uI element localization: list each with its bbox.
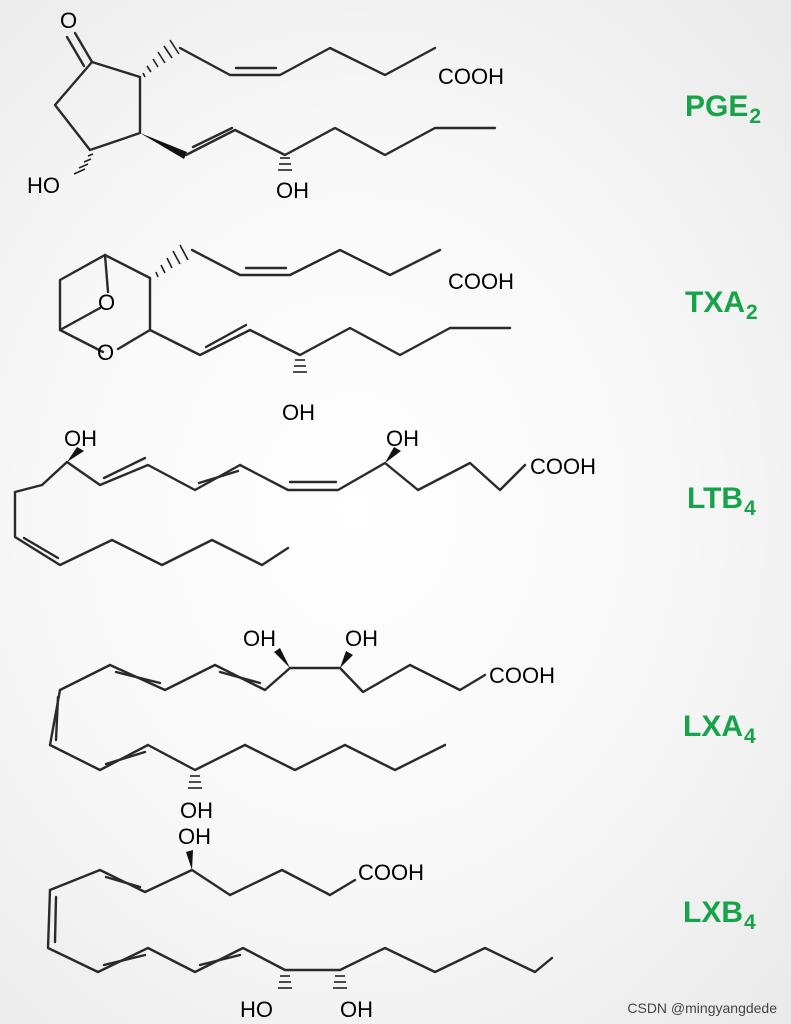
atom-hydroxyl: HO: [240, 997, 273, 1022]
atom-oxygen: O: [97, 340, 114, 365]
label-subscript: 4: [744, 497, 756, 520]
atom-hydroxyl: OH: [276, 178, 309, 203]
label-subscript: 2: [746, 301, 758, 324]
atom-hydroxyl: OH: [345, 626, 378, 651]
label-subscript: 4: [744, 725, 756, 748]
hashed-bond: [293, 359, 307, 373]
atom-oxygen: O: [98, 290, 115, 315]
label-lxb4: LXB4: [683, 896, 756, 934]
atom-hydroxyl: HO: [27, 173, 60, 198]
wedge-bond: [67, 447, 84, 462]
label-text: PGE: [685, 90, 749, 123]
label-lxa4: LXA4: [683, 710, 756, 748]
atom-hydroxyl: OH: [64, 426, 97, 451]
label-pge2: PGE2: [685, 90, 762, 128]
atom-hydroxyl: OH: [243, 626, 276, 651]
atom-hydroxyl: OH: [178, 824, 211, 849]
atom-carboxyl: COOH: [530, 454, 596, 479]
hashed-bond: [73, 153, 94, 175]
wedge-bond: [186, 850, 193, 870]
label-text: LTB: [687, 482, 744, 515]
structure-pge2: O COOH HO OH: [27, 8, 504, 203]
wedge-bond: [340, 651, 353, 668]
structure-lxa4: OH OH COOH OH: [48, 626, 555, 823]
wedge-bond: [140, 133, 187, 159]
label-ltb4: LTB4: [687, 482, 756, 520]
wedge-bond: [274, 648, 290, 668]
atom-hydroxyl: OH: [386, 426, 419, 451]
atom-hydroxyl: OH: [180, 798, 213, 823]
atom-carboxyl: COOH: [489, 663, 555, 688]
hashed-bond: [155, 244, 189, 278]
structure-lxb4: OH COOH HO OH: [46, 824, 554, 1022]
label-text: TXA: [685, 286, 745, 319]
watermark: CSDN @mingyangdede: [627, 1000, 777, 1016]
hashed-bond: [333, 975, 347, 989]
atom-hydroxyl: OH: [282, 400, 315, 425]
atom-hydroxyl: OH: [340, 997, 373, 1022]
atom-carboxyl: COOH: [438, 64, 504, 89]
hashed-bond: [188, 775, 202, 789]
atom-carboxyl: COOH: [448, 269, 514, 294]
label-txa2: TXA2: [685, 286, 758, 324]
label-subscript: 4: [744, 911, 756, 934]
label-subscript: 2: [749, 105, 762, 128]
label-text: LXA: [683, 710, 743, 743]
atom-oxygen: O: [60, 8, 77, 33]
structure-ltb4: OH OH COOH: [13, 426, 596, 567]
hashed-bond: [278, 975, 292, 989]
wedge-bond: [385, 447, 401, 463]
structure-txa2: O O COOH OH: [58, 244, 514, 425]
hashed-bond: [142, 39, 180, 78]
hashed-bond: [278, 157, 292, 171]
atom-carboxyl: COOH: [358, 860, 424, 885]
label-text: LXB: [683, 896, 743, 929]
